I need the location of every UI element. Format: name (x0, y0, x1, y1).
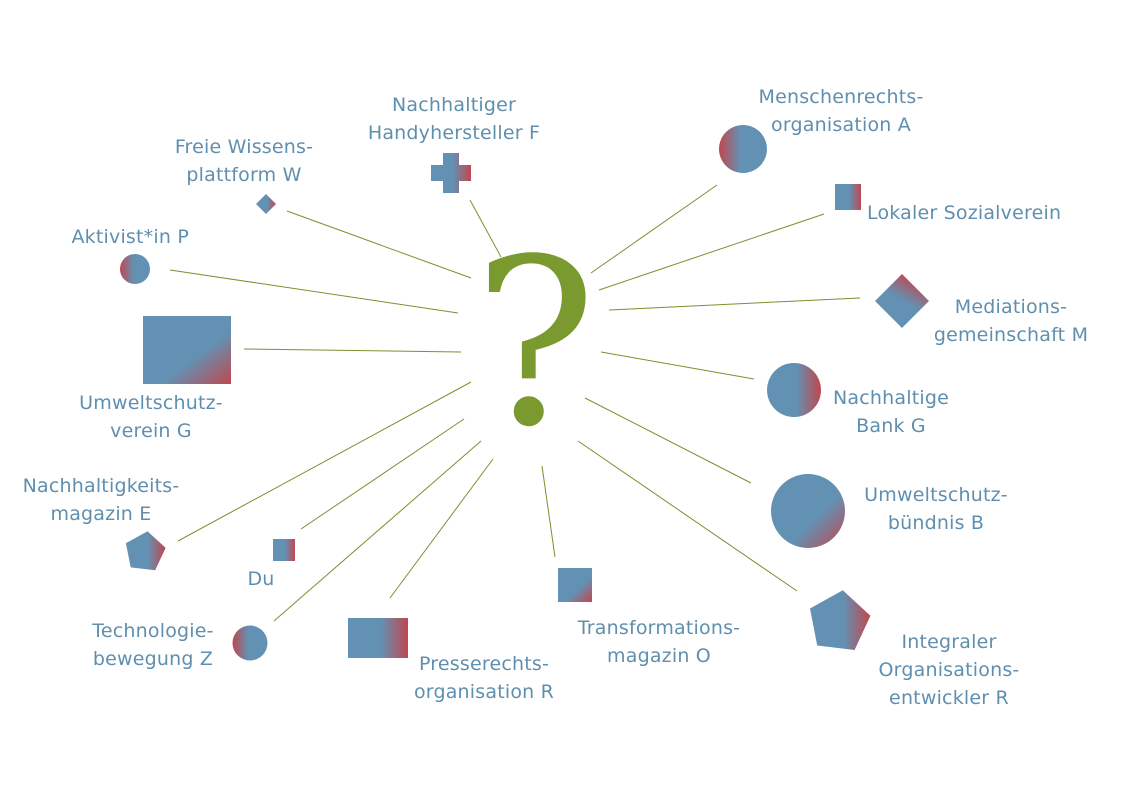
label-magazin: Nachhaltigkeits- magazin E (22, 475, 180, 525)
connector-sozial (598, 213, 825, 291)
node-bank-circle (767, 363, 821, 417)
label-handy: Nachhaltiger Handyhersteller F (367, 94, 541, 144)
connector-magazin (177, 381, 472, 542)
label-bank: Nachhaltige Bank G (833, 387, 949, 437)
connector-presse (389, 458, 494, 599)
node-technologie-circle (232, 625, 268, 661)
label-umweltverein: Umweltschutz- verein G (79, 392, 223, 442)
connector-integral (577, 440, 798, 592)
node-sozial-square (835, 184, 861, 210)
label-du: Du (247, 568, 275, 590)
node-presse-rectangle (348, 618, 408, 658)
connector-aktivist (169, 269, 459, 314)
connector-wissen (286, 210, 472, 279)
label-technologie: Technologie- bewegung Z (92, 620, 214, 670)
node-handy-cross (431, 153, 471, 193)
label-sozial: Lokaler Sozialverein (867, 202, 1062, 224)
connector-lines (169, 184, 861, 622)
node-buendnis-circle (771, 474, 845, 548)
label-integral: Integraler Organisations- entwickler R (878, 631, 1020, 709)
label-buendnis: Umweltschutz- bündnis B (864, 484, 1008, 534)
node-du-square (273, 539, 295, 561)
node-magazin-pentagon (125, 531, 166, 571)
connector-menschenrechte (590, 184, 718, 274)
label-menschenrechte: Menschenrechts- organisation A (758, 86, 924, 136)
connector-bank (600, 351, 755, 380)
label-wissen: Freie Wissens- plattform W (174, 136, 314, 186)
connector-handy (469, 199, 502, 258)
node-shapes (120, 125, 929, 661)
connector-du (300, 418, 465, 530)
center-question-mark: ? (473, 211, 597, 478)
node-integral-pentagon (810, 590, 871, 650)
node-umweltverein-square (143, 316, 231, 384)
connector-transformation (541, 465, 556, 558)
node-menschenrechte-circle (719, 125, 767, 173)
connector-buendnis (584, 397, 752, 484)
connector-mediation (608, 297, 861, 311)
label-presse: Presserechts- organisation R (413, 653, 555, 703)
node-mediation-diamond (875, 274, 929, 328)
connector-technologie (273, 440, 482, 622)
label-transformation: Transformations- magazin O (577, 617, 741, 667)
label-mediation: Mediations- gemeinschaft M (933, 296, 1089, 346)
label-aktivist: Aktivist*in P (71, 226, 189, 248)
node-wissen-diamond (256, 194, 276, 214)
node-transformation-square (558, 568, 592, 602)
node-aktivist-circle (120, 254, 150, 284)
connector-umweltverein (243, 348, 462, 353)
